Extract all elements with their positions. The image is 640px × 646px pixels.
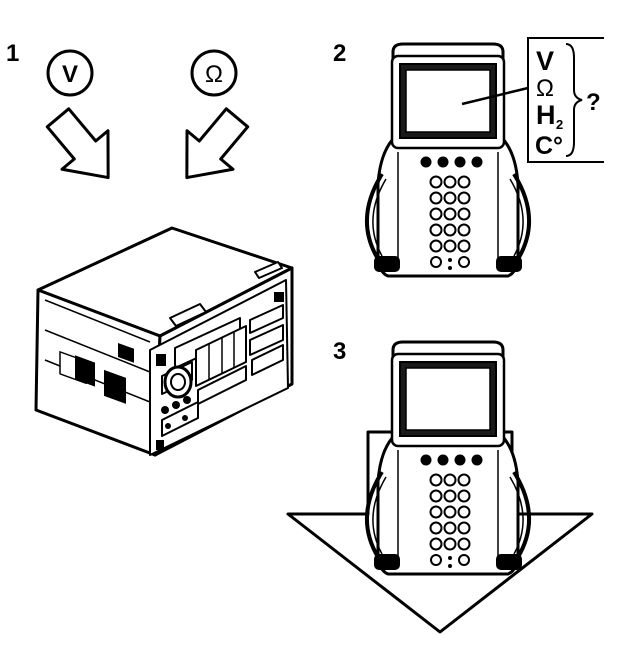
readout-h: H [536, 100, 556, 130]
question-mark: ? [586, 89, 601, 116]
step-number-3: 3 [333, 338, 347, 365]
left-hollow-arrow-icon [33, 97, 133, 199]
readout-bracket [527, 37, 604, 163]
ohm-symbol: Ω [190, 49, 238, 97]
ohm-symbol-label: Ω [205, 61, 223, 88]
readout-celsius: C° [535, 132, 563, 160]
volt-symbol: V [46, 49, 94, 97]
car-radio-unit-icon [34, 226, 294, 457]
readout-h-subscript: 2 [556, 117, 563, 132]
readout-ohm: Ω [536, 75, 554, 102]
step-number-1: 1 [6, 40, 20, 67]
volt-symbol-label: V [62, 61, 78, 88]
step-number-2: 2 [333, 40, 347, 67]
scan-tool-icon [364, 42, 532, 278]
right-hollow-arrow-icon [162, 97, 262, 199]
scan-tool-icon-step3 [364, 340, 532, 576]
screen-pointer-line [461, 86, 529, 106]
readout-volt: V [536, 46, 554, 76]
